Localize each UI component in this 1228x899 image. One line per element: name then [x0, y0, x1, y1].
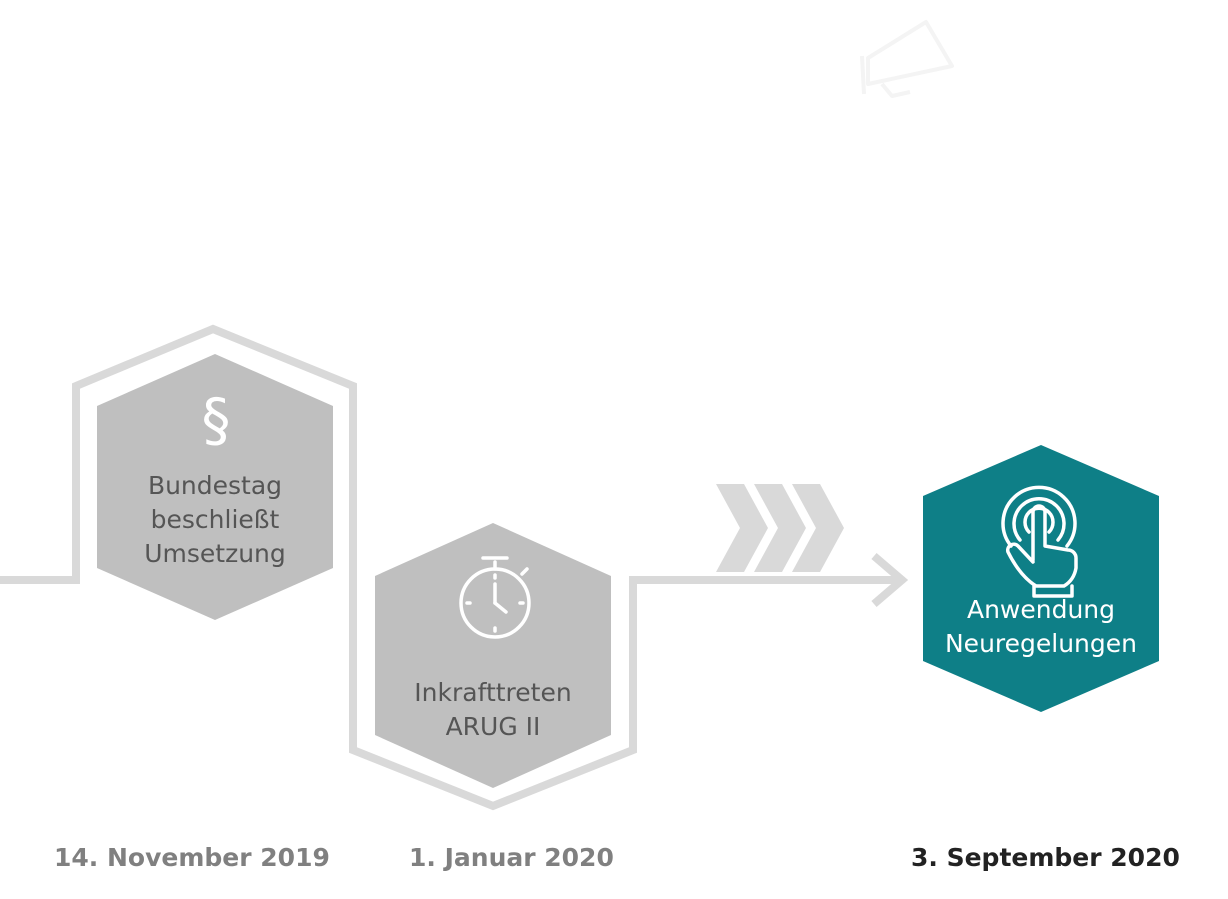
milestone-title-line: Bundestag — [147, 471, 283, 500]
milestone-title-line: beschließt — [150, 505, 280, 534]
milestone-date-3: 3. September 2020 — [911, 843, 1180, 872]
milestone-title-line: Umsetzung — [144, 539, 286, 568]
paragraph-icon: § — [202, 386, 231, 454]
milestone-hexagon-2 — [375, 523, 611, 788]
milestone-title-3: Anwendung Neuregelungen — [931, 593, 1151, 661]
milestone-title-line: Neuregelungen — [944, 629, 1138, 658]
milestone-title-1: Bundestag beschließt Umsetzung — [115, 469, 315, 571]
touch-hand-icon — [1001, 485, 1078, 598]
milestone-date-1: 14. November 2019 — [54, 843, 330, 872]
timeline-track — [0, 324, 900, 811]
milestone-date-2: 1. Januar 2020 — [409, 843, 614, 872]
stopwatch-icon — [459, 556, 531, 639]
megaphone-icon — [860, 20, 954, 98]
milestone-title-line: Anwendung — [966, 595, 1116, 624]
milestone-title-line: Inkrafttreten — [414, 678, 572, 707]
timeline-arrow-head — [871, 552, 909, 608]
milestone-title-2: Inkrafttreten ARUG II — [393, 676, 593, 744]
milestone-hexagon-3 — [923, 445, 1159, 712]
chevron-right-icon — [716, 484, 844, 572]
milestone-hexagon-1 — [97, 354, 333, 620]
milestone-title-line: ARUG II — [445, 712, 541, 741]
